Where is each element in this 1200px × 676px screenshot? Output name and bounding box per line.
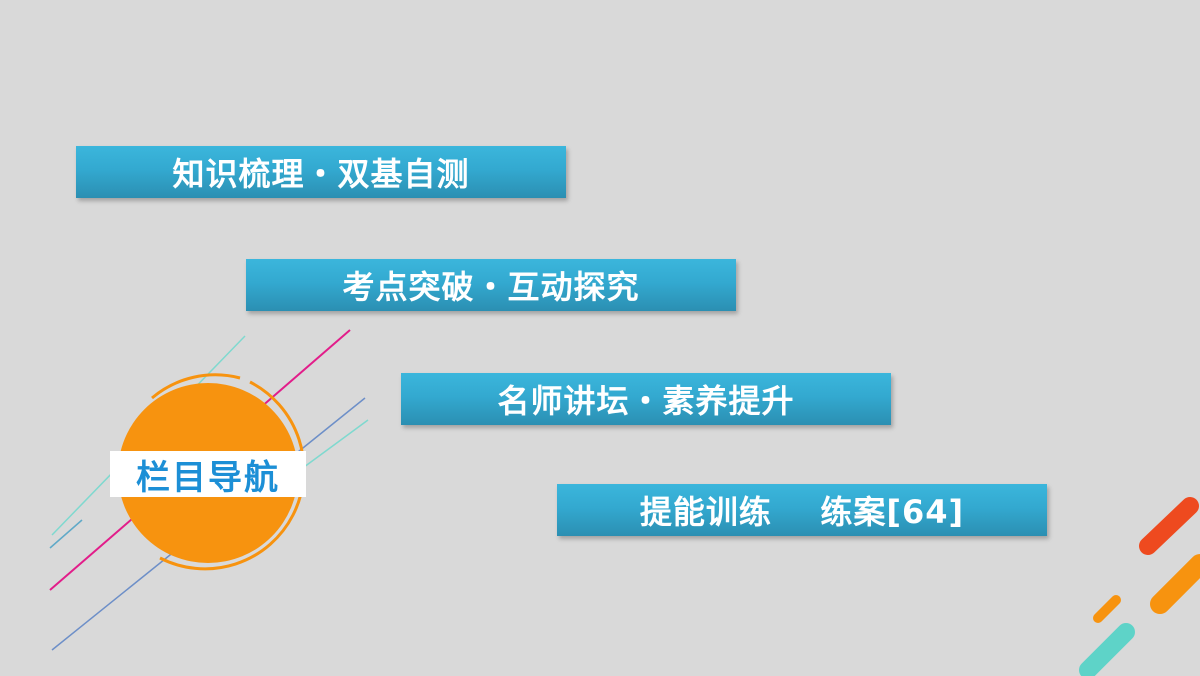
teal-line-mid bbox=[299, 419, 369, 471]
teal-line-short bbox=[49, 519, 83, 549]
nav-item-skill-training[interactable]: 提能训练 练案[64] bbox=[557, 484, 1047, 536]
badge-label: 栏目导航 bbox=[136, 457, 280, 498]
badge-circle bbox=[110, 373, 306, 571]
nav-item-knowledge-review[interactable]: 知识梳理・双基自测 bbox=[76, 146, 566, 198]
corner-decoration bbox=[1079, 497, 1200, 676]
nav-item-key-points[interactable]: 考点突破・互动探究 bbox=[246, 259, 736, 311]
nav-item-master-lecture[interactable]: 名师讲坛・素养提升 bbox=[401, 373, 891, 425]
